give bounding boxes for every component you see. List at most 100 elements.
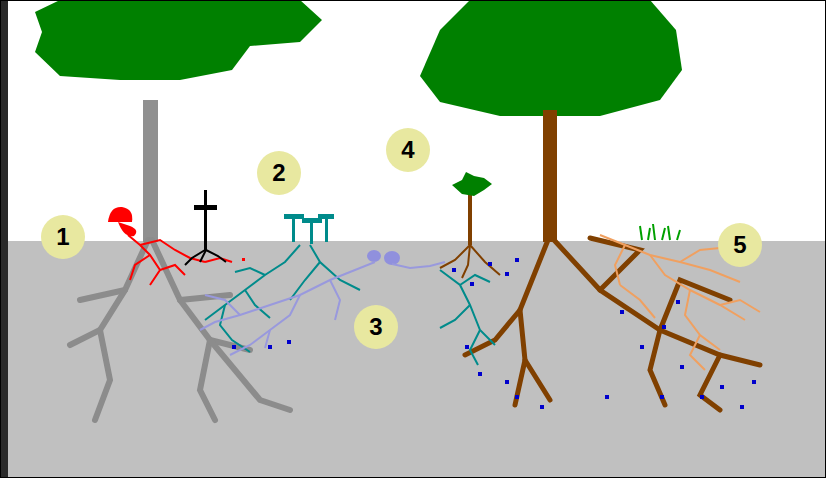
hypha [310,245,360,290]
orange-fungus [600,224,760,370]
root [440,245,470,268]
hypha [440,270,495,345]
cap [194,205,217,210]
hypha [206,250,226,262]
root [515,310,525,405]
brown-tree [420,0,760,410]
lavender-hyphae [200,262,445,355]
seedling-roots [440,245,500,278]
dot [700,395,704,399]
dot [740,405,744,409]
spore [242,258,245,261]
root [470,245,500,275]
hypha [440,305,470,328]
hypha [245,290,270,318]
hypha [128,235,160,285]
callout-circle [718,223,762,267]
black-fungus [185,190,226,265]
teal-fungus [205,214,495,365]
hypha [615,245,625,285]
dot [620,310,624,314]
hypha [205,245,300,320]
root [210,340,290,410]
dot [540,405,544,409]
hypha [200,250,206,262]
callout-circle [386,128,430,172]
small-plants [640,224,680,240]
root [70,240,148,345]
dot [752,380,756,384]
canopy [35,0,322,80]
root [95,330,110,420]
hypha [680,248,720,262]
plant [640,224,680,240]
red-hyphae [128,235,232,285]
seedling [440,172,500,278]
root [650,330,665,405]
roots [70,240,290,420]
hypha [620,285,655,318]
dot [478,372,482,376]
dot [605,395,609,399]
stalk [325,218,328,242]
dot [232,345,236,349]
dot [465,345,469,349]
hypha [235,268,265,275]
red-fungus [108,207,245,285]
hypha [205,258,232,262]
lavender-fungus [200,250,445,355]
hypha [185,250,205,265]
callout-circle [257,151,301,195]
dot [452,268,456,272]
leaves [452,172,492,196]
root [80,290,125,300]
root [590,238,640,290]
hypha [690,335,705,370]
callout-number: 1 [56,225,69,249]
root [152,240,250,350]
hypha [230,295,300,355]
dot [470,282,474,286]
roots [465,238,760,410]
dot [680,365,684,369]
trunk [143,100,158,242]
callout-circle [354,305,398,349]
dot [268,345,272,349]
callout-circles [41,128,762,349]
hypha [130,255,150,280]
hypha [460,275,490,285]
stalk [204,190,207,250]
dot [505,272,509,276]
teal-hyphae [205,245,495,365]
root [462,245,470,278]
root [200,340,215,420]
stalk [310,222,313,244]
hypha [220,305,250,352]
callout-number: 4 [401,138,414,162]
hypha [290,262,320,300]
dot [287,340,291,344]
callout-number: 2 [272,161,285,185]
dot [720,385,724,389]
dot [505,380,509,384]
hypha [140,240,205,262]
dot [662,325,666,329]
red-cap [108,207,132,222]
left-strip [0,0,8,478]
soil [0,241,826,478]
stalk [292,218,295,242]
hypha [470,330,480,365]
trunk [543,110,557,242]
root [700,355,720,410]
hypha [720,300,760,312]
red-cap [118,222,136,236]
callout-circle [41,215,85,259]
hypha [160,265,185,275]
root [465,240,548,355]
dot [515,258,519,262]
dot [676,300,680,304]
dot [515,395,519,399]
hypha [205,295,240,315]
